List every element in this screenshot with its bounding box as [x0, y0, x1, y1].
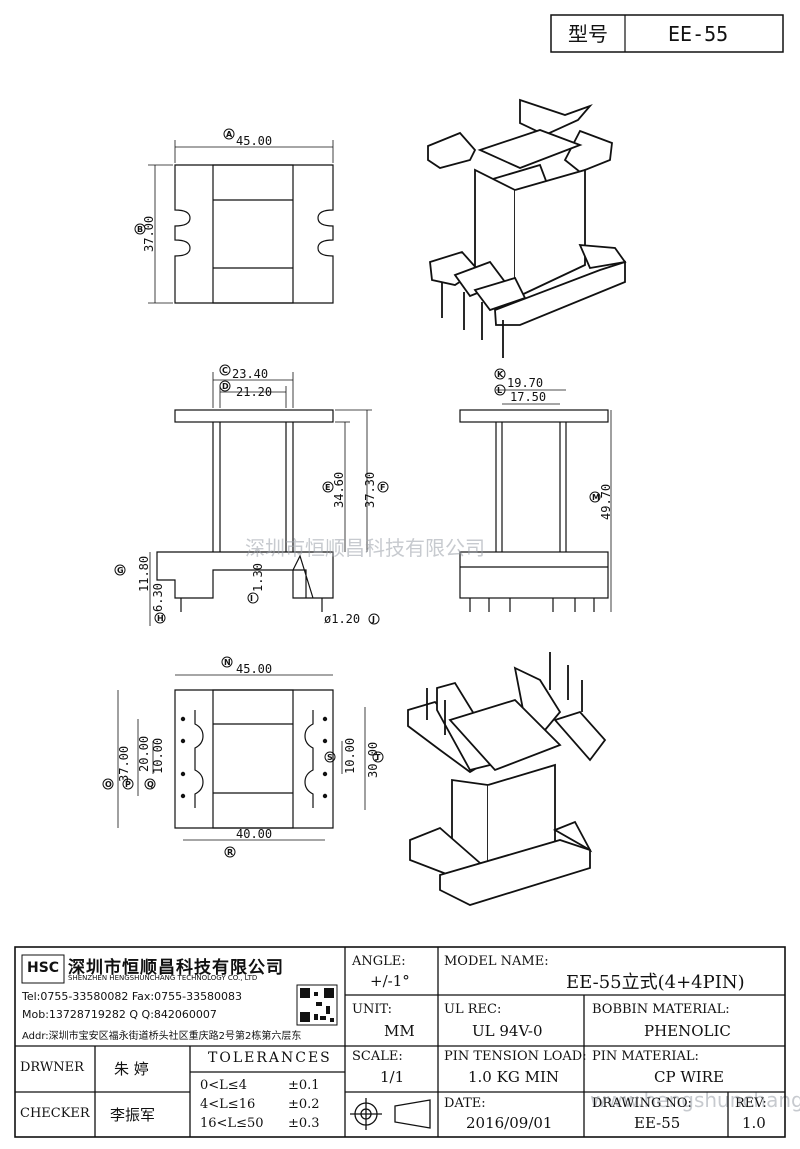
- dim-g: 11.80: [137, 556, 151, 592]
- dim-h: 6.30: [151, 583, 165, 612]
- model-header-box: 型号 EE-55: [550, 14, 784, 53]
- dim-q: 10.00: [151, 738, 165, 774]
- dim-j: ø1.20: [324, 612, 360, 626]
- marker-d: D: [222, 382, 229, 391]
- ul-rec-value: UL 94V-0: [472, 1022, 543, 1040]
- marker-p: P: [125, 780, 131, 789]
- rev-value: 1.0: [742, 1114, 766, 1132]
- drawing-no-label: DRAWING NO:: [592, 1096, 692, 1111]
- dim-e: 34.60: [332, 472, 346, 508]
- dim-f: 37.30: [363, 472, 377, 508]
- dim-p: 20.00: [137, 736, 151, 772]
- dim-l: 17.50: [510, 390, 546, 404]
- tol-range-1: 0<L≤4: [200, 1078, 247, 1093]
- company-tel: Tel:0755-33580082 Fax:0755-33580083: [22, 990, 243, 1003]
- tol-value-1: ±0.1: [288, 1078, 320, 1093]
- dim-r: 40.00: [236, 827, 272, 841]
- bobbin-material-label: BOBBIN MATERIAL:: [592, 1002, 730, 1017]
- company-name-en: SHENZHEN HENGSHUNCHANG TECHNOLOGY CO., L…: [68, 974, 258, 982]
- drwner-value: 朱 婷: [114, 1060, 149, 1078]
- marker-g: G: [117, 566, 124, 575]
- marker-k: K: [497, 370, 504, 379]
- model-name-value: EE-55立式(4+4PIN): [566, 972, 745, 993]
- qr-code: [296, 984, 338, 1026]
- company-logo: HSC: [27, 960, 60, 976]
- checker-label: CHECKER: [20, 1106, 90, 1121]
- tol-range-3: 16<L≤50: [200, 1116, 264, 1131]
- pin-material-label: PIN MATERIAL:: [592, 1049, 699, 1064]
- marker-r: R: [227, 848, 233, 857]
- bottom-view: N 45.00 O 37.00 P 20.00 Q 10.00 R 40.00 …: [102, 656, 384, 858]
- tol-range-2: 4<L≤16: [200, 1097, 256, 1112]
- marker-o: O: [105, 780, 112, 789]
- marker-t: T: [375, 753, 381, 762]
- angle-value: +/-1°: [370, 972, 410, 990]
- title-block-grid: [14, 946, 786, 1138]
- company-addr: Addr:深圳市宝安区福永街道桥头社区重庆路2号第2栋第六层东: [22, 1031, 302, 1042]
- bobbin-material-value: PHENOLIC: [644, 1022, 731, 1040]
- marker-q: Q: [147, 780, 154, 789]
- angle-label: ANGLE:: [352, 954, 406, 969]
- marker-f: F: [380, 483, 385, 492]
- isometric-view-top: [427, 98, 627, 358]
- pin-tension-label: PIN TENSION LOAD:: [444, 1049, 587, 1064]
- watermark-cn: 深圳市恒顺昌科技有限公司: [245, 536, 485, 560]
- marker-h: H: [157, 614, 164, 623]
- dim-i: 1.30: [251, 563, 265, 592]
- unit-label: UNIT:: [352, 1002, 393, 1017]
- dim-m: 49.70: [599, 484, 613, 520]
- rev-label: REV:: [735, 1096, 767, 1111]
- unit-value: MM: [384, 1022, 415, 1040]
- marker-m: M: [592, 493, 600, 502]
- scale-value: 1/1: [380, 1068, 405, 1086]
- dim-t: 30.00: [366, 742, 380, 778]
- dim-d: 21.20: [236, 385, 272, 399]
- tolerances-title: TOLERANCES: [208, 1050, 332, 1066]
- marker-e: E: [325, 483, 330, 492]
- model-name-label: MODEL NAME:: [444, 954, 549, 969]
- date-label: DATE:: [444, 1096, 486, 1111]
- dim-n: 45.00: [236, 662, 272, 676]
- tol-value-3: ±0.3: [288, 1116, 320, 1131]
- checker-value: 李振军: [110, 1106, 156, 1124]
- dim-top-width: 45.00: [236, 134, 272, 148]
- dim-o: 37.00: [117, 746, 131, 782]
- dim-k: 19.70: [507, 376, 543, 390]
- pin-material-value: CP WIRE: [654, 1068, 724, 1086]
- drawing-no-value: EE-55: [634, 1114, 681, 1132]
- isometric-view-bottom: [407, 652, 607, 906]
- side-view: K 19.70 L 17.50 M 49.70: [459, 368, 613, 612]
- dim-top-height: 37.00: [142, 216, 156, 252]
- company-mob: Mob:13728719282 Q Q:842060007: [22, 1008, 217, 1021]
- front-view: C 23.40 D 21.20 E 34.60 F 37.30 G 11.80 …: [114, 364, 389, 626]
- marker-i: I: [250, 594, 253, 603]
- pin-tension-value: 1.0 KG MIN: [468, 1068, 559, 1086]
- type-label: 型号: [568, 22, 608, 46]
- tol-value-2: ±0.2: [288, 1097, 320, 1112]
- date-value: 2016/09/01: [466, 1114, 553, 1132]
- marker-a: A: [226, 130, 233, 139]
- drwner-label: DRWNER: [20, 1060, 84, 1075]
- top-view: A 45.00 B 37.00: [134, 128, 334, 304]
- scale-label: SCALE:: [352, 1049, 403, 1064]
- marker-b: B: [137, 225, 143, 234]
- dim-s: 10.00: [343, 738, 357, 774]
- dim-c: 23.40: [232, 367, 268, 381]
- marker-j: J: [371, 615, 375, 624]
- marker-n: N: [224, 658, 231, 667]
- marker-s: S: [327, 753, 333, 762]
- marker-c: C: [222, 366, 228, 375]
- marker-l: L: [497, 386, 502, 395]
- ul-rec-label: UL REC:: [444, 1002, 502, 1017]
- type-value: EE-55: [668, 22, 728, 46]
- company-name-cn: 深圳市恒顺昌科技有限公司: [68, 958, 284, 978]
